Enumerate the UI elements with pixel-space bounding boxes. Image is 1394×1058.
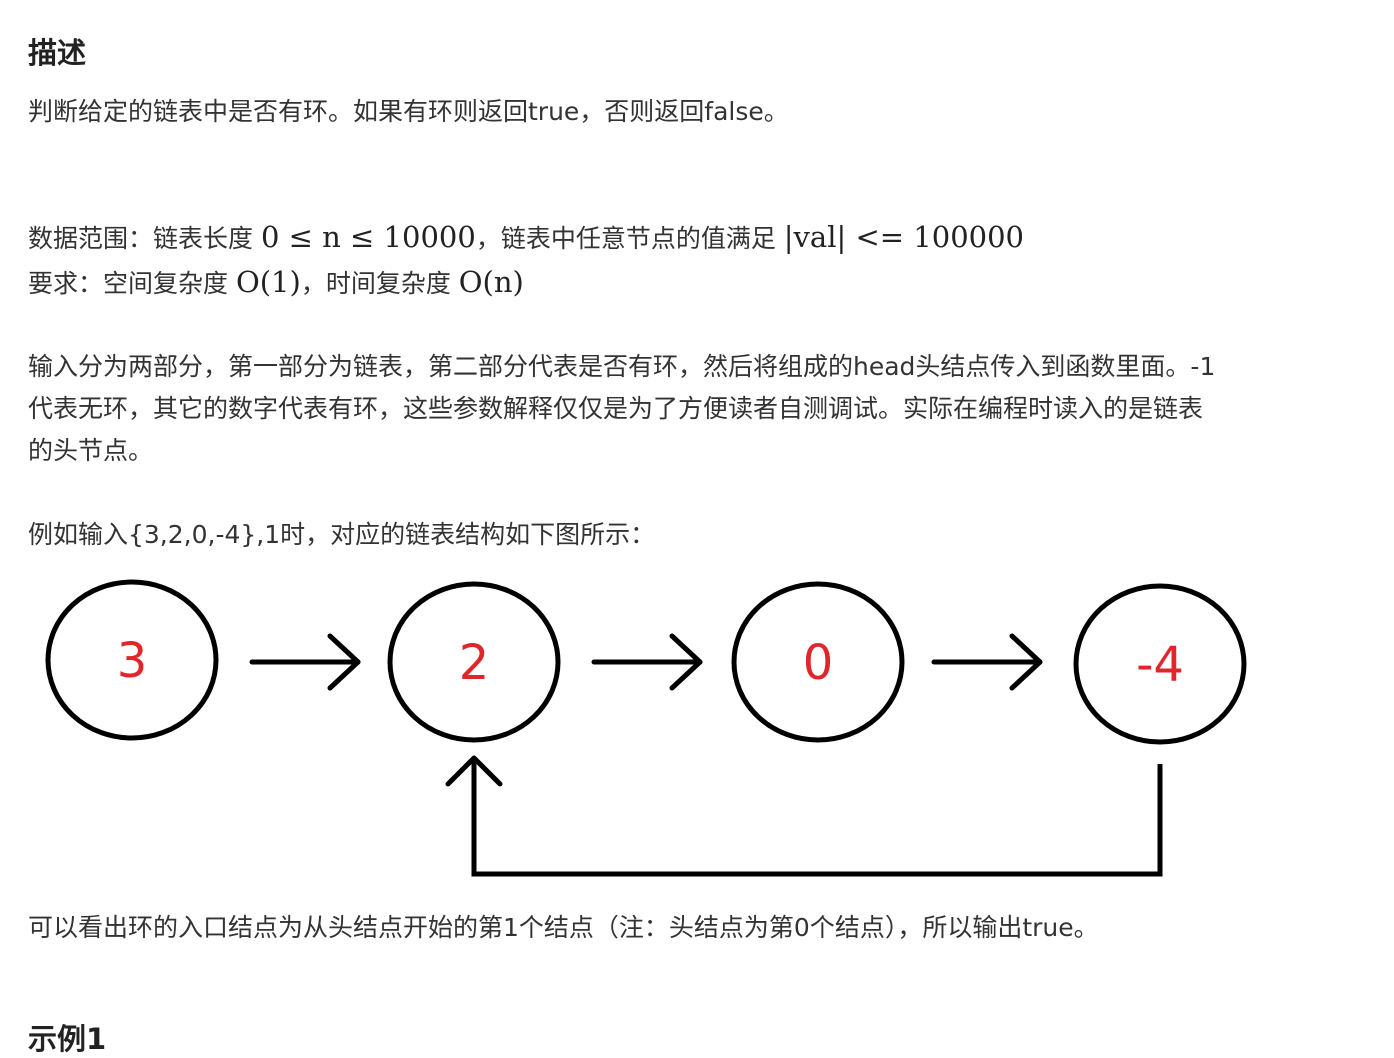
- arrows-layer: [249, 633, 1163, 877]
- node-circle: [731, 581, 905, 743]
- node-value: 3: [117, 633, 148, 689]
- cycle-arrow: [445, 755, 1163, 877]
- requirement-mid: ，时间复杂度: [300, 269, 459, 298]
- node-circle: [1073, 583, 1247, 745]
- node-value: 0: [803, 635, 834, 691]
- description-heading: 描述: [28, 36, 87, 70]
- list-node: -4: [1073, 583, 1247, 745]
- space-complexity: O(1): [235, 265, 301, 299]
- length-constraint: 0 ≤ n ≤ 10000: [260, 220, 476, 254]
- time-complexity: O(n): [458, 265, 524, 299]
- list-node: 3: [45, 579, 219, 741]
- requirement-prefix: 要求：空间复杂度: [28, 269, 236, 298]
- example-heading: 示例1: [28, 1022, 107, 1056]
- data-range-mid: ，链表中任意节点的值满足: [475, 224, 784, 253]
- conclusion-text: 可以看出环的入口结点为从头结点开始的第1个结点（注：头结点为第0个结点），所以输…: [28, 913, 1099, 942]
- next-pointer-arrow: [249, 633, 361, 691]
- example-intro: 例如输入{3,2,0,-4},1时，对应的链表结构如下图所示：: [28, 520, 656, 549]
- input-explanation-line-3: 的头节点。: [28, 436, 154, 465]
- input-explanation-line-1: 输入分为两部分，第一部分为链表，第二部分代表是否有环，然后将组成的head头结点…: [28, 352, 1216, 381]
- data-range: 数据范围：链表长度 0 ≤ n ≤ 10000，链表中任意节点的值满足 |val…: [28, 216, 1024, 260]
- list-node: 0: [731, 581, 905, 743]
- next-pointer-arrow: [591, 633, 703, 691]
- node-circle: [45, 579, 219, 741]
- node-value: 2: [459, 635, 490, 691]
- data-range-prefix: 数据范围：链表长度: [28, 224, 261, 253]
- input-explanation-line-2: 代表无环，其它的数字代表有环，这些参数解释仅仅是为了方便读者自测调试。实际在编程…: [28, 394, 1204, 423]
- next-pointer-arrow: [931, 633, 1043, 691]
- value-constraint: |val| <= 100000: [783, 220, 1024, 254]
- node-circle: [387, 581, 561, 743]
- node-value: -4: [1136, 637, 1184, 693]
- complexity-requirement: 要求：空间复杂度 O(1)，时间复杂度 O(n): [28, 261, 524, 305]
- list-node: 2: [387, 581, 561, 743]
- nodes-layer: 3 2 0 -4: [45, 579, 1247, 745]
- problem-statement: 判断给定的链表中是否有环。如果有环则返回true，否则返回false。: [28, 97, 789, 126]
